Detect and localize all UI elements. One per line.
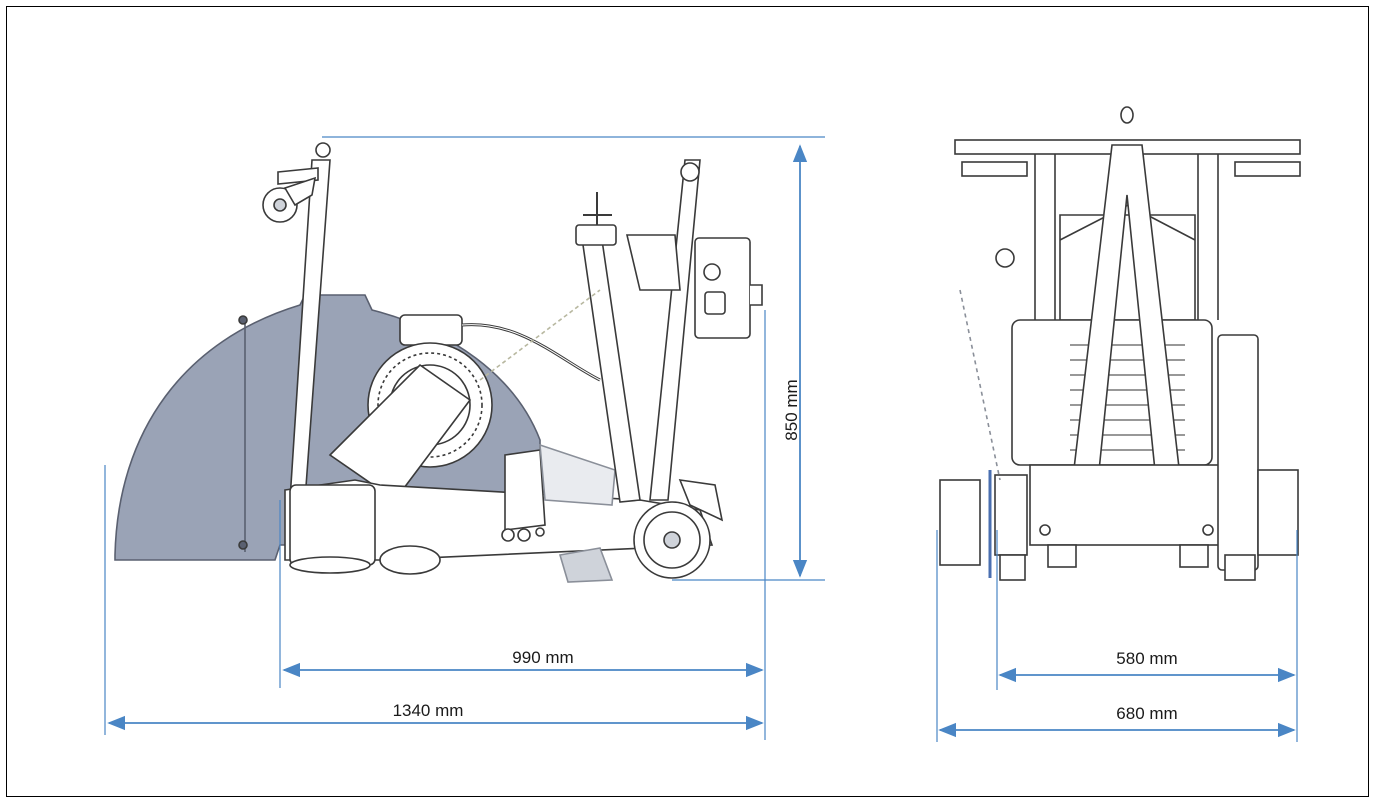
- overall-width-label: 680 mm: [1116, 704, 1177, 723]
- rear-handle: [649, 159, 701, 501]
- wheelbase-length-label: 990 mm: [512, 648, 573, 667]
- side-view-machine: [114, 142, 763, 583]
- overall-length-label: 1340 mm: [393, 701, 464, 720]
- dimension-overall-length: 1340 mm: [107, 701, 764, 731]
- front-base: [1029, 464, 1226, 546]
- extension-lines: [104, 136, 1298, 742]
- dimension-inner-width: 580 mm: [998, 649, 1296, 683]
- dimension-overall-width: 680 mm: [938, 704, 1296, 738]
- dimension-wheelbase-length: 990 mm: [282, 648, 764, 678]
- front-view-machine: [939, 106, 1301, 581]
- inner-width-label: 580 mm: [1116, 649, 1177, 668]
- motor-terminal-box: [399, 314, 463, 346]
- height-label: 850 mm: [782, 379, 801, 440]
- front-belt-guard: [1217, 334, 1259, 571]
- dimension-height: 850 mm: [782, 144, 808, 578]
- control-box: [694, 237, 751, 339]
